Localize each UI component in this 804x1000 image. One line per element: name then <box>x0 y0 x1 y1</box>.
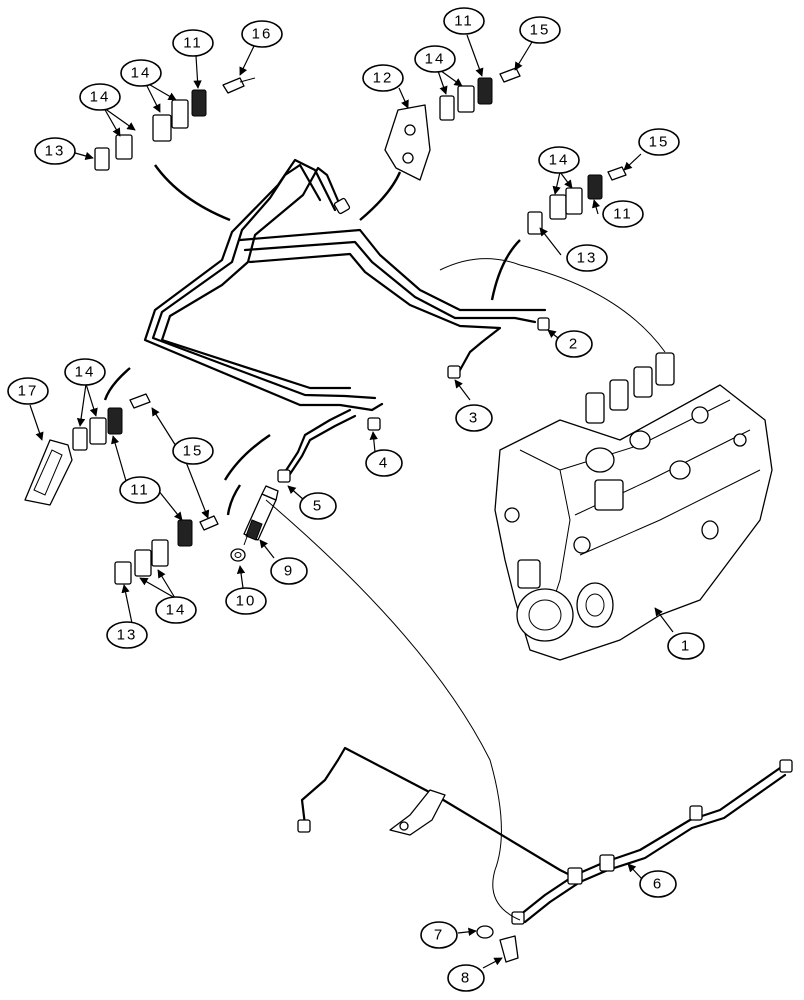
callout-11-a: 11 <box>172 29 214 57</box>
callout-label: 14 <box>131 65 152 82</box>
callout-15-c: 15 <box>172 437 214 465</box>
callout-label: 15 <box>649 134 670 151</box>
clamp-hardware-top-right <box>439 67 521 121</box>
callout-label: 3 <box>469 410 479 427</box>
callout-11-b: 11 <box>443 7 485 35</box>
callout-label: 15 <box>530 22 551 39</box>
callout-label: 11 <box>183 35 203 52</box>
assembly-arc <box>154 164 231 222</box>
callout-11-d: 11 <box>119 476 161 504</box>
leader-lines <box>29 34 674 969</box>
callout-17: 17 <box>7 377 49 405</box>
callout-label: 14 <box>75 364 96 381</box>
fitting-hardware-7-8 <box>476 925 519 963</box>
callout-14-f: 14 <box>155 596 197 624</box>
callout-label: 5 <box>313 498 323 515</box>
callout-label: 2 <box>569 336 579 353</box>
callout-label: 8 <box>461 970 471 987</box>
callout-13-a: 13 <box>34 137 76 165</box>
callout-label: 13 <box>577 250 598 267</box>
callout-label: 14 <box>90 89 111 106</box>
callout-11-c: 11 <box>602 200 644 228</box>
callout-label: 17 <box>18 383 39 400</box>
callout-label: 16 <box>252 26 273 43</box>
callout-9: 9 <box>270 557 308 585</box>
callout-label: 13 <box>45 143 66 160</box>
callout-5: 5 <box>299 492 337 520</box>
callout-label: 11 <box>130 482 150 499</box>
callout-14-d: 14 <box>538 146 580 174</box>
assembly-arc <box>359 171 402 221</box>
clamp-hardware-top-left <box>94 77 256 171</box>
callout-6: 6 <box>639 870 677 898</box>
sealing-washer <box>230 548 246 562</box>
assembly-arc <box>223 434 271 481</box>
callout-7: 7 <box>420 921 458 949</box>
assembly-arc <box>490 239 521 301</box>
callout-label: 9 <box>284 563 294 580</box>
clamp-hardware-left <box>24 393 151 506</box>
injection-pump <box>494 352 773 661</box>
callout-13-c: 13 <box>106 621 148 649</box>
callout-14-c: 14 <box>414 45 456 73</box>
callout-4: 4 <box>365 449 403 477</box>
callout-14-a: 14 <box>79 83 121 111</box>
callout-12: 12 <box>362 64 404 92</box>
callout-1: 1 <box>667 632 705 660</box>
callout-label: 12 <box>373 70 394 87</box>
callout-label: 7 <box>434 927 444 944</box>
injection-lines <box>143 158 666 483</box>
callout-label: 1 <box>681 638 691 655</box>
callout-13-b: 13 <box>566 244 608 272</box>
clamp-bracket-12 <box>384 104 431 181</box>
callout-14-e: 14 <box>64 358 106 386</box>
clamp-hardware-lower-left <box>114 515 219 585</box>
assembly-arc <box>226 484 241 516</box>
injector <box>243 485 279 546</box>
callout-label: 14 <box>166 602 187 619</box>
callout-label: 11 <box>613 206 633 223</box>
callout-label: 13 <box>117 627 138 644</box>
return-hose <box>265 499 521 921</box>
callout-label: 10 <box>236 593 257 610</box>
leak-off-line <box>297 746 793 925</box>
callout-15-b: 15 <box>638 128 680 156</box>
callout-15-a: 15 <box>519 16 561 44</box>
callout-3: 3 <box>455 404 493 432</box>
callout-14-b: 14 <box>120 59 162 87</box>
callout-label: 15 <box>183 443 204 460</box>
callout-label: 4 <box>379 455 389 472</box>
callout-label: 14 <box>425 51 446 68</box>
callout-8: 8 <box>447 964 485 992</box>
callout-10: 10 <box>225 587 267 615</box>
callout-label: 6 <box>653 876 663 893</box>
assembly-arc <box>103 367 131 401</box>
callout-label: 11 <box>454 13 474 30</box>
callout-16: 16 <box>241 20 283 48</box>
callout-label: 14 <box>549 152 570 169</box>
clamp-hardware-right <box>527 166 627 235</box>
callout-2: 2 <box>555 330 593 358</box>
